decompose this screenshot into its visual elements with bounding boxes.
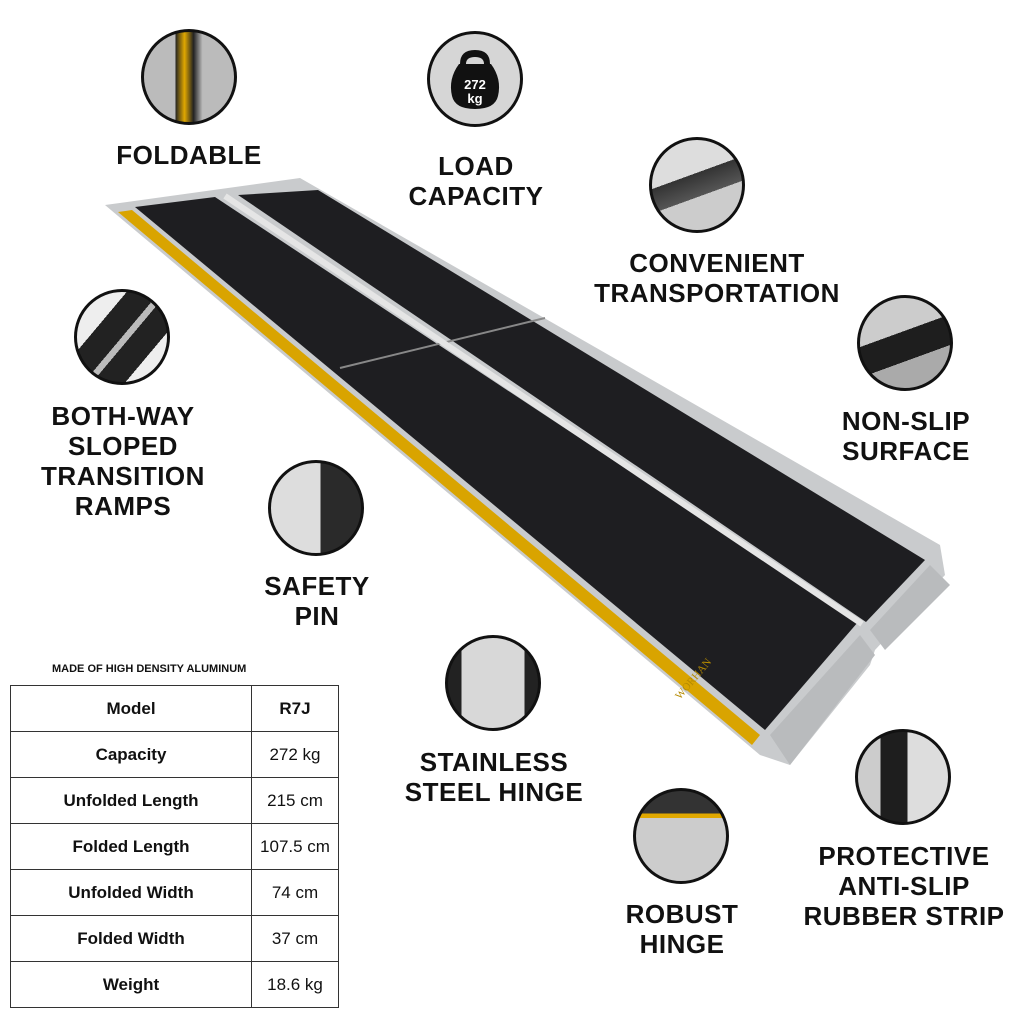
foldable-label: FOLDABLE — [116, 140, 262, 170]
spec-value: 107.5 cm — [251, 823, 339, 870]
robust-hinge-photo — [633, 788, 729, 884]
left-side-stripe — [118, 210, 760, 745]
stainless-hinge-photo — [445, 635, 541, 731]
label-line: STAINLESS — [419, 747, 569, 777]
rubber-strip-photo — [855, 729, 951, 825]
label-line: TRANSPORTATION — [594, 278, 840, 308]
label-line: RUBBER STRIP — [803, 901, 1005, 931]
label-line: PIN — [294, 601, 340, 631]
kettlebell-unit: kg — [467, 91, 483, 106]
label-line: SURFACE — [842, 436, 970, 466]
label-line: SAFETY — [264, 571, 370, 601]
label-line: ROBUST — [625, 899, 739, 929]
non-slip-photo — [857, 295, 953, 391]
spec-value: 74 cm — [251, 869, 339, 916]
spec-key: Weight — [10, 961, 252, 1008]
spec-value: R7J — [251, 685, 339, 732]
spec-key: Unfolded Length — [10, 777, 252, 824]
kettlebell-value: 272 — [464, 77, 486, 92]
spec-key: Capacity — [10, 731, 252, 778]
label-line: STEEL HINGE — [404, 777, 584, 807]
label-line: LOAD — [438, 151, 514, 181]
label-line: HINGE — [639, 929, 725, 959]
left-transition-plate — [770, 635, 875, 765]
center-hinge — [223, 193, 864, 627]
label-line: TRANSITION — [41, 461, 205, 491]
specs-caption: MADE OF HIGH DENSITY ALUMINUM — [52, 663, 247, 675]
label-line: CAPACITY — [408, 181, 544, 211]
spec-value: 272 kg — [251, 731, 339, 778]
spec-key: Unfolded Width — [10, 869, 252, 916]
foldable-photo — [141, 29, 237, 125]
spec-value: 18.6 kg — [251, 961, 339, 1008]
label-line: PROTECTIVE — [818, 841, 990, 871]
label-line: BOTH-WAY — [51, 401, 195, 431]
transportation-photo — [649, 137, 745, 233]
right-panel-mat — [238, 190, 925, 622]
spec-key: Folded Width — [10, 915, 252, 962]
label-line: RAMPS — [74, 491, 172, 521]
label-line: FOLDABLE — [116, 140, 262, 170]
label-line: CONVENIENT — [629, 248, 805, 278]
left-panel-mat — [135, 197, 858, 730]
kettlebell-icon — [450, 50, 500, 109]
label-line: ANTI-SLIP — [838, 871, 970, 901]
spec-value: 215 cm — [251, 777, 339, 824]
safety-pin-photo — [268, 460, 364, 556]
transition-ramps-photo — [74, 289, 170, 385]
right-transition-plate — [870, 565, 950, 650]
spec-key: Folded Length — [10, 823, 252, 870]
spec-key: Model — [10, 685, 252, 732]
label-line: NON-SLIP — [841, 406, 971, 436]
spec-value: 37 cm — [251, 915, 339, 962]
label-line: SLOPED — [68, 431, 178, 461]
